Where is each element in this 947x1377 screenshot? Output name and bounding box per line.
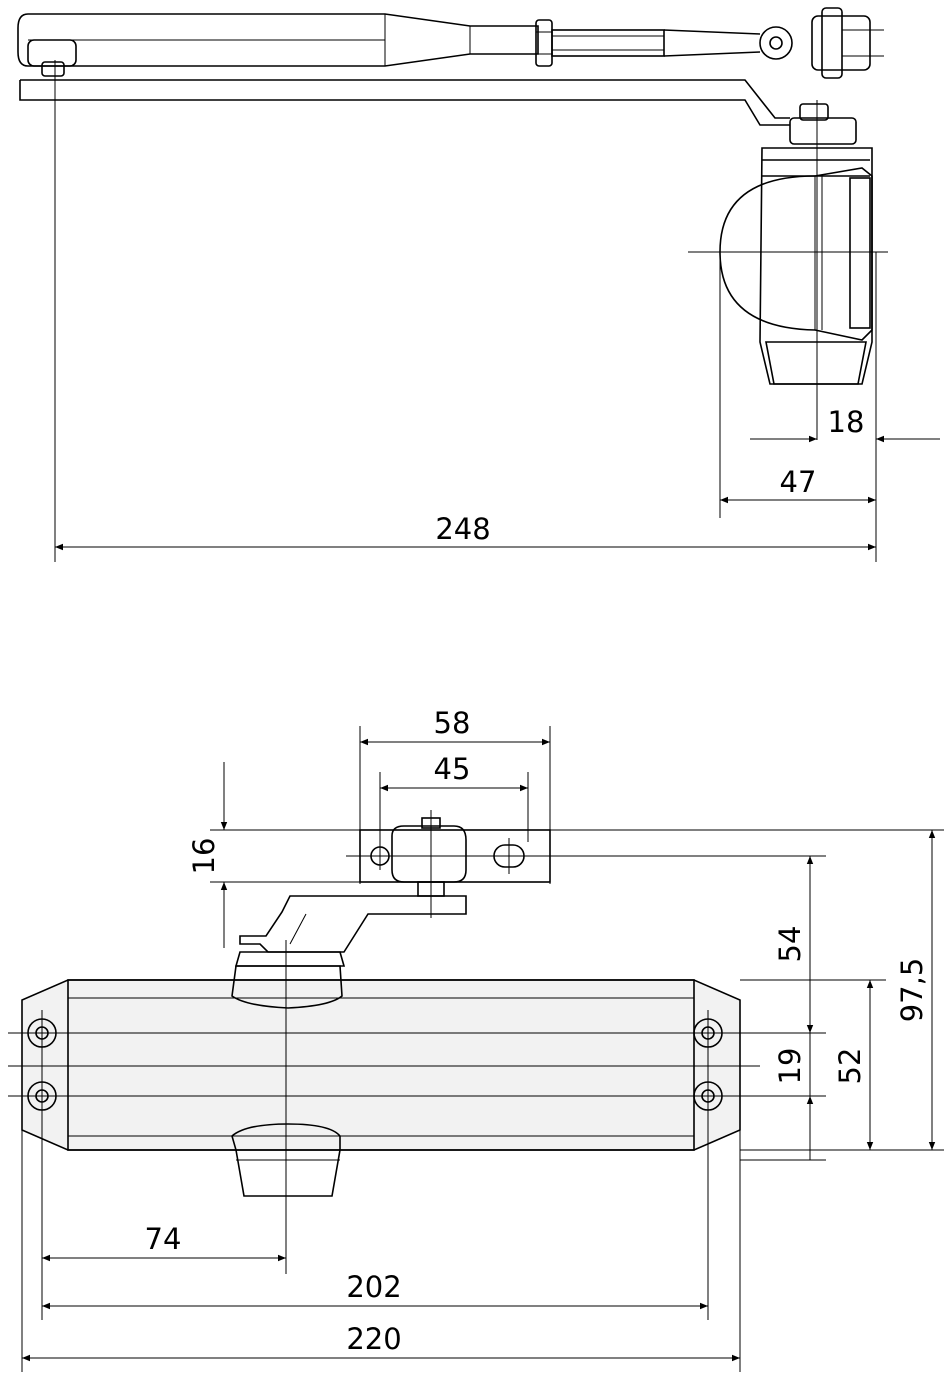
valve-cap xyxy=(231,1123,341,1197)
dim-47-label: 47 xyxy=(780,465,817,499)
dim-97-5-label: 97,5 xyxy=(895,958,929,1023)
dim-202-label: 202 xyxy=(346,1270,401,1304)
closer-body xyxy=(21,979,741,1151)
main-arm xyxy=(17,13,539,67)
dim-248-label: 248 xyxy=(435,512,490,546)
top-view: 18 47 248 xyxy=(17,7,940,562)
arm-rail xyxy=(19,79,790,126)
dim-52-label: 52 xyxy=(833,1048,867,1085)
front-view: 58 45 16 54 19 52 97,5 74 202 220 xyxy=(8,706,944,1372)
dim-18-label: 18 xyxy=(828,405,865,439)
dim-74-label: 74 xyxy=(145,1222,182,1256)
arm-eye xyxy=(759,26,793,60)
dim-54-label: 54 xyxy=(773,926,807,963)
dim-220-label: 220 xyxy=(346,1322,401,1356)
dim-58-label: 58 xyxy=(434,706,471,740)
dim-19-label: 19 xyxy=(773,1048,807,1085)
front-arm xyxy=(239,895,467,953)
closer-end-view xyxy=(759,147,873,385)
clevis-bracket xyxy=(811,15,871,71)
dim-45-label: 45 xyxy=(434,752,471,786)
dim-16-label: 16 xyxy=(187,838,221,875)
